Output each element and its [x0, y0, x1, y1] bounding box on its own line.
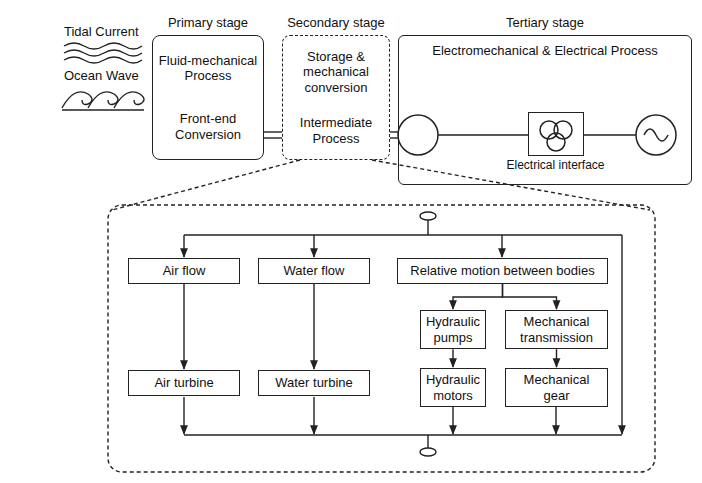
connector-line — [390, 137, 398, 138]
electrical-interface-box: Electrical interface — [528, 112, 584, 156]
tidal-current-icon — [64, 43, 142, 63]
connector — [453, 284, 503, 309]
node-text: Air flow — [163, 263, 206, 279]
node-text: Hydraulic pumps — [425, 314, 481, 345]
process-box: Water flow — [258, 258, 370, 284]
node-text: Relative motion between bodies — [410, 263, 594, 279]
stage-heading: Electrical interface — [489, 158, 623, 172]
process-box: Mechanical gear — [505, 368, 608, 407]
process-box: Hydraulic pumps — [420, 310, 486, 349]
node-text: Air turbine — [154, 375, 213, 391]
process-box: Air turbine — [128, 370, 240, 396]
connector-line — [183, 284, 184, 369]
node-text: Front-end Conversion — [157, 111, 259, 142]
stage-heading: Primary stage — [133, 15, 283, 31]
connector-line — [452, 349, 453, 367]
connector-line — [313, 284, 314, 369]
source-label: Ocean Wave — [64, 68, 139, 83]
flow-lines — [184, 212, 622, 456]
expansion-outline — [108, 160, 655, 472]
node-text: Intermediate Process — [287, 115, 385, 146]
connector — [503, 284, 557, 309]
connector — [453, 349, 454, 367]
primary-stage-box: Primary stageFluid-mechanical ProcessFro… — [152, 35, 264, 160]
electrical-symbols — [398, 115, 676, 155]
node-text: Fluid-mechanical Process — [157, 53, 259, 84]
ocean-wave-icon — [62, 92, 144, 110]
connector — [314, 284, 315, 369]
process-box: Water turbine — [258, 370, 370, 396]
stage-heading: Tertiary stage — [379, 15, 702, 31]
node-text: Water flow — [284, 263, 345, 279]
node-text: Water turbine — [275, 375, 353, 391]
connector-line — [453, 284, 503, 309]
node-text: Hydraulic motors — [425, 372, 481, 403]
node-text: Mechanical transmission — [510, 314, 603, 345]
connector-line — [264, 137, 282, 138]
process-box: Hydraulic motors — [420, 368, 486, 407]
tertiary-stage-box: Tertiary stageElectromechanical & Electr… — [398, 35, 692, 185]
process-box: Relative motion between bodies — [397, 258, 608, 284]
connector-line — [264, 131, 282, 132]
source-label: Tidal Current — [64, 24, 139, 39]
connector — [264, 132, 282, 138]
process-box: Air flow — [128, 258, 240, 284]
stage-heading: Secondary stage — [263, 15, 409, 31]
connector-line — [390, 131, 398, 132]
node-text: Storage & mechanical conversion — [287, 49, 385, 96]
connector-line — [556, 349, 557, 367]
connector — [390, 132, 398, 138]
node-text: Mechanical gear — [510, 372, 603, 403]
connector-line — [503, 284, 557, 309]
connector — [556, 349, 557, 367]
node-text: Electromechanical & Electrical Process — [432, 43, 657, 59]
process-box: Mechanical transmission — [505, 310, 608, 349]
secondary-stage-box: Secondary stageStorage & mechanical conv… — [282, 35, 390, 160]
connector — [184, 284, 185, 369]
